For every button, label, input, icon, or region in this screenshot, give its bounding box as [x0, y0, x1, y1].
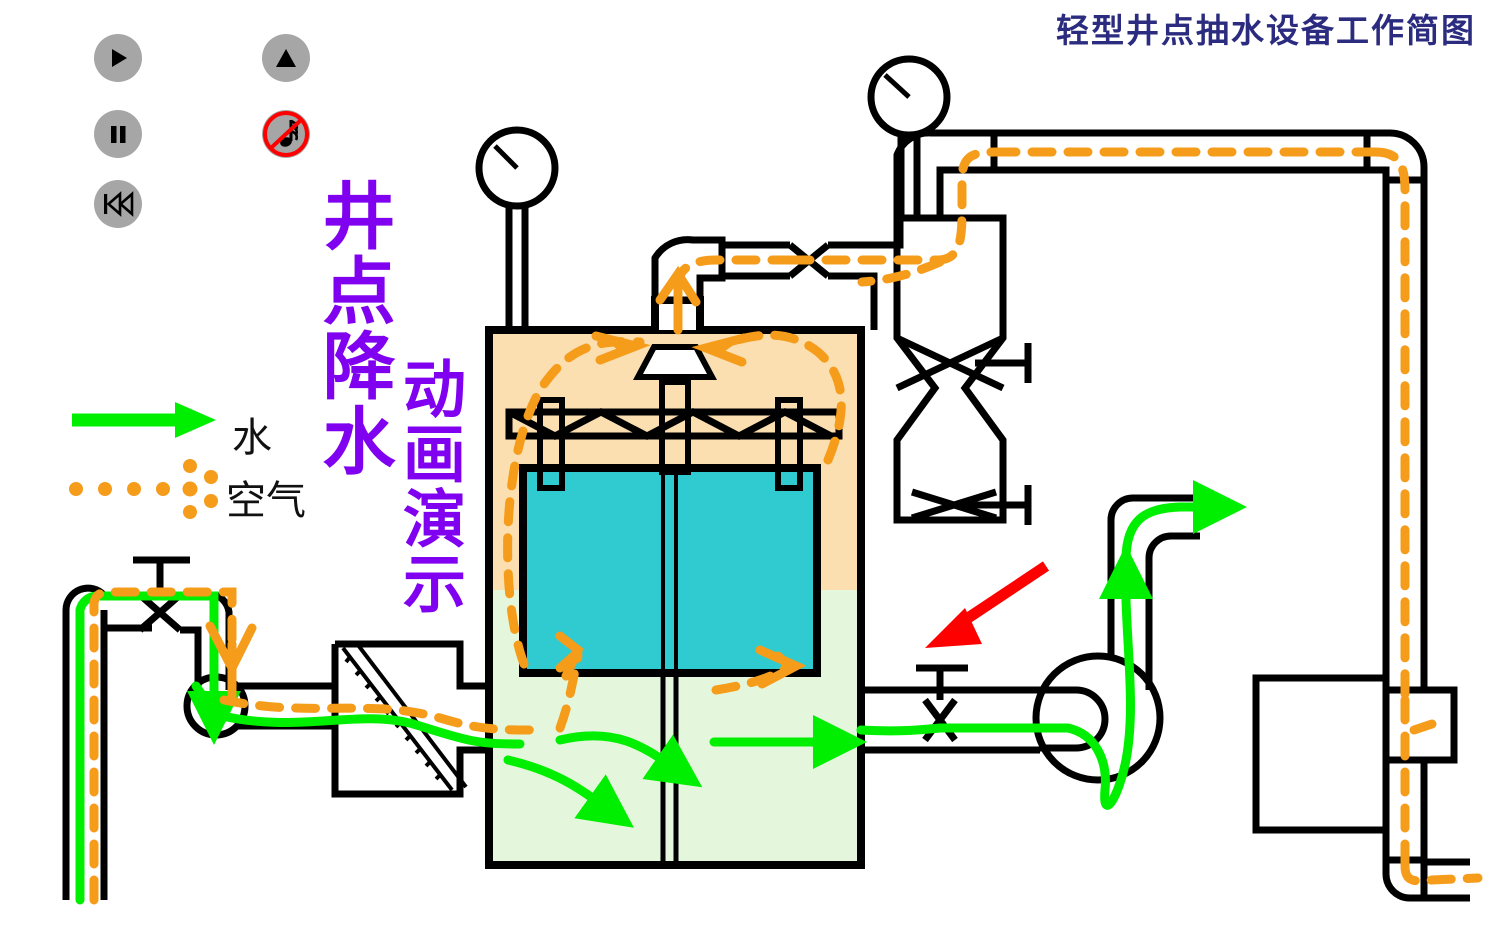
overhead-air-pipe — [994, 129, 1367, 174]
air-arrow-tank-neck — [655, 265, 701, 323]
separator-inner-baffle-box — [519, 464, 821, 677]
pressure-gauge-right — [867, 55, 951, 218]
legend-label-air: 空气 — [226, 478, 306, 523]
air-arrow-inner-left — [555, 631, 584, 681]
page-title: 轻型井点抽水设备工作简图 — [1056, 14, 1476, 50]
vacuum-pump-vessel — [893, 129, 1007, 524]
legend-water-arrow — [72, 402, 216, 438]
legend-label-water: 水 — [232, 415, 272, 460]
air-flow — [89, 147, 1483, 905]
centrifugal-water-pump — [1032, 520, 1164, 784]
air-arrow-junction-down — [205, 621, 257, 695]
truss-beam-float-assembly — [505, 344, 843, 491]
music-note-muted-icon — [263, 111, 309, 157]
wellpoint-top-valve — [133, 556, 190, 633]
legend-air-arrow — [69, 459, 218, 519]
tank-to-pump-pipe — [861, 686, 1040, 754]
air-flow-arrowheads — [205, 265, 807, 695]
air-arrow-tank-right-top — [691, 333, 749, 367]
air-arrow-inner-right — [755, 645, 807, 689]
air-arrow-tank-left-top — [591, 331, 651, 365]
heading-animation-demo: 动画演示 — [393, 356, 466, 616]
pause-icon — [111, 126, 126, 143]
rewind-button[interactable] — [94, 180, 142, 228]
heading-wellpoint-dewatering: 井点降水 — [310, 178, 395, 478]
play-button[interactable] — [94, 34, 142, 82]
tank-to-separator-pipe — [722, 218, 904, 330]
vessel-valve-lower — [910, 485, 1032, 525]
pressure-gauge-left — [475, 126, 559, 330]
triangle-up-icon — [276, 49, 296, 67]
mute-button[interactable] — [262, 110, 310, 158]
red-pointer-arrow — [925, 561, 1050, 648]
vessel-valve-upper — [895, 334, 1032, 392]
rewind-icon — [104, 191, 134, 217]
pause-button[interactable] — [94, 110, 142, 158]
step-up-button[interactable] — [262, 34, 310, 82]
play-icon — [112, 49, 127, 67]
